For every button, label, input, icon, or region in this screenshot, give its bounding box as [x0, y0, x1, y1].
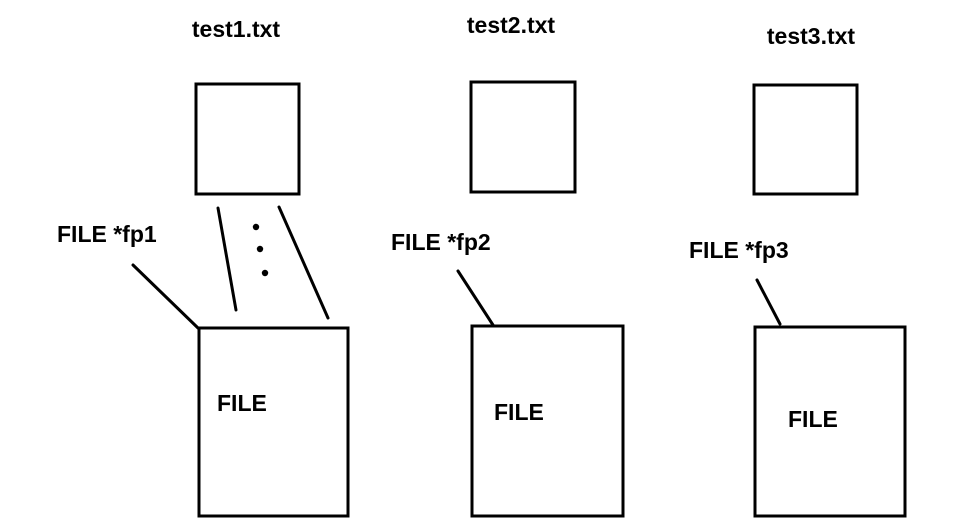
- ellipsis-dot-3: [261, 269, 269, 277]
- file-name-label-1: test1.txt: [192, 16, 281, 42]
- file-struct-box-1: [197, 326, 350, 518]
- pointer-connector-line-3: [755, 278, 782, 326]
- ellipsis-dot-2: [256, 245, 264, 253]
- file-struct-label-3: FILE: [788, 406, 838, 432]
- file-disk-box-3: [752, 83, 859, 196]
- pointer-connector-line-2: [456, 269, 495, 327]
- file-disk-box-1: [194, 82, 301, 196]
- file-pointer-label-1: FILE *fp1: [57, 221, 157, 247]
- file-pointer-label-3: FILE *fp3: [689, 237, 789, 263]
- file-pointer-label-2: FILE *fp2: [391, 229, 491, 255]
- buffer-link-right-line-1: [277, 205, 330, 320]
- file-struct-label-2: FILE: [494, 399, 544, 425]
- pointer-connector-line-1: [131, 263, 200, 330]
- file-name-label-3: test3.txt: [767, 23, 856, 49]
- file-group-2: test2.txt FILE *fp2 FILE: [391, 12, 625, 518]
- file-struct-box-3: [753, 325, 907, 518]
- file-name-label-2: test2.txt: [467, 12, 556, 38]
- file-struct-label-1: FILE: [217, 390, 267, 416]
- buffer-link-left-line-1: [216, 206, 238, 312]
- file-disk-box-2: [469, 80, 577, 194]
- ellipsis-dot-1: [252, 223, 260, 231]
- file-struct-box-2: [470, 324, 625, 518]
- file-group-3: test3.txt FILE *fp3 FILE: [689, 23, 907, 518]
- file-group-1: test1.txt FILE *fp1 FILE: [57, 16, 350, 518]
